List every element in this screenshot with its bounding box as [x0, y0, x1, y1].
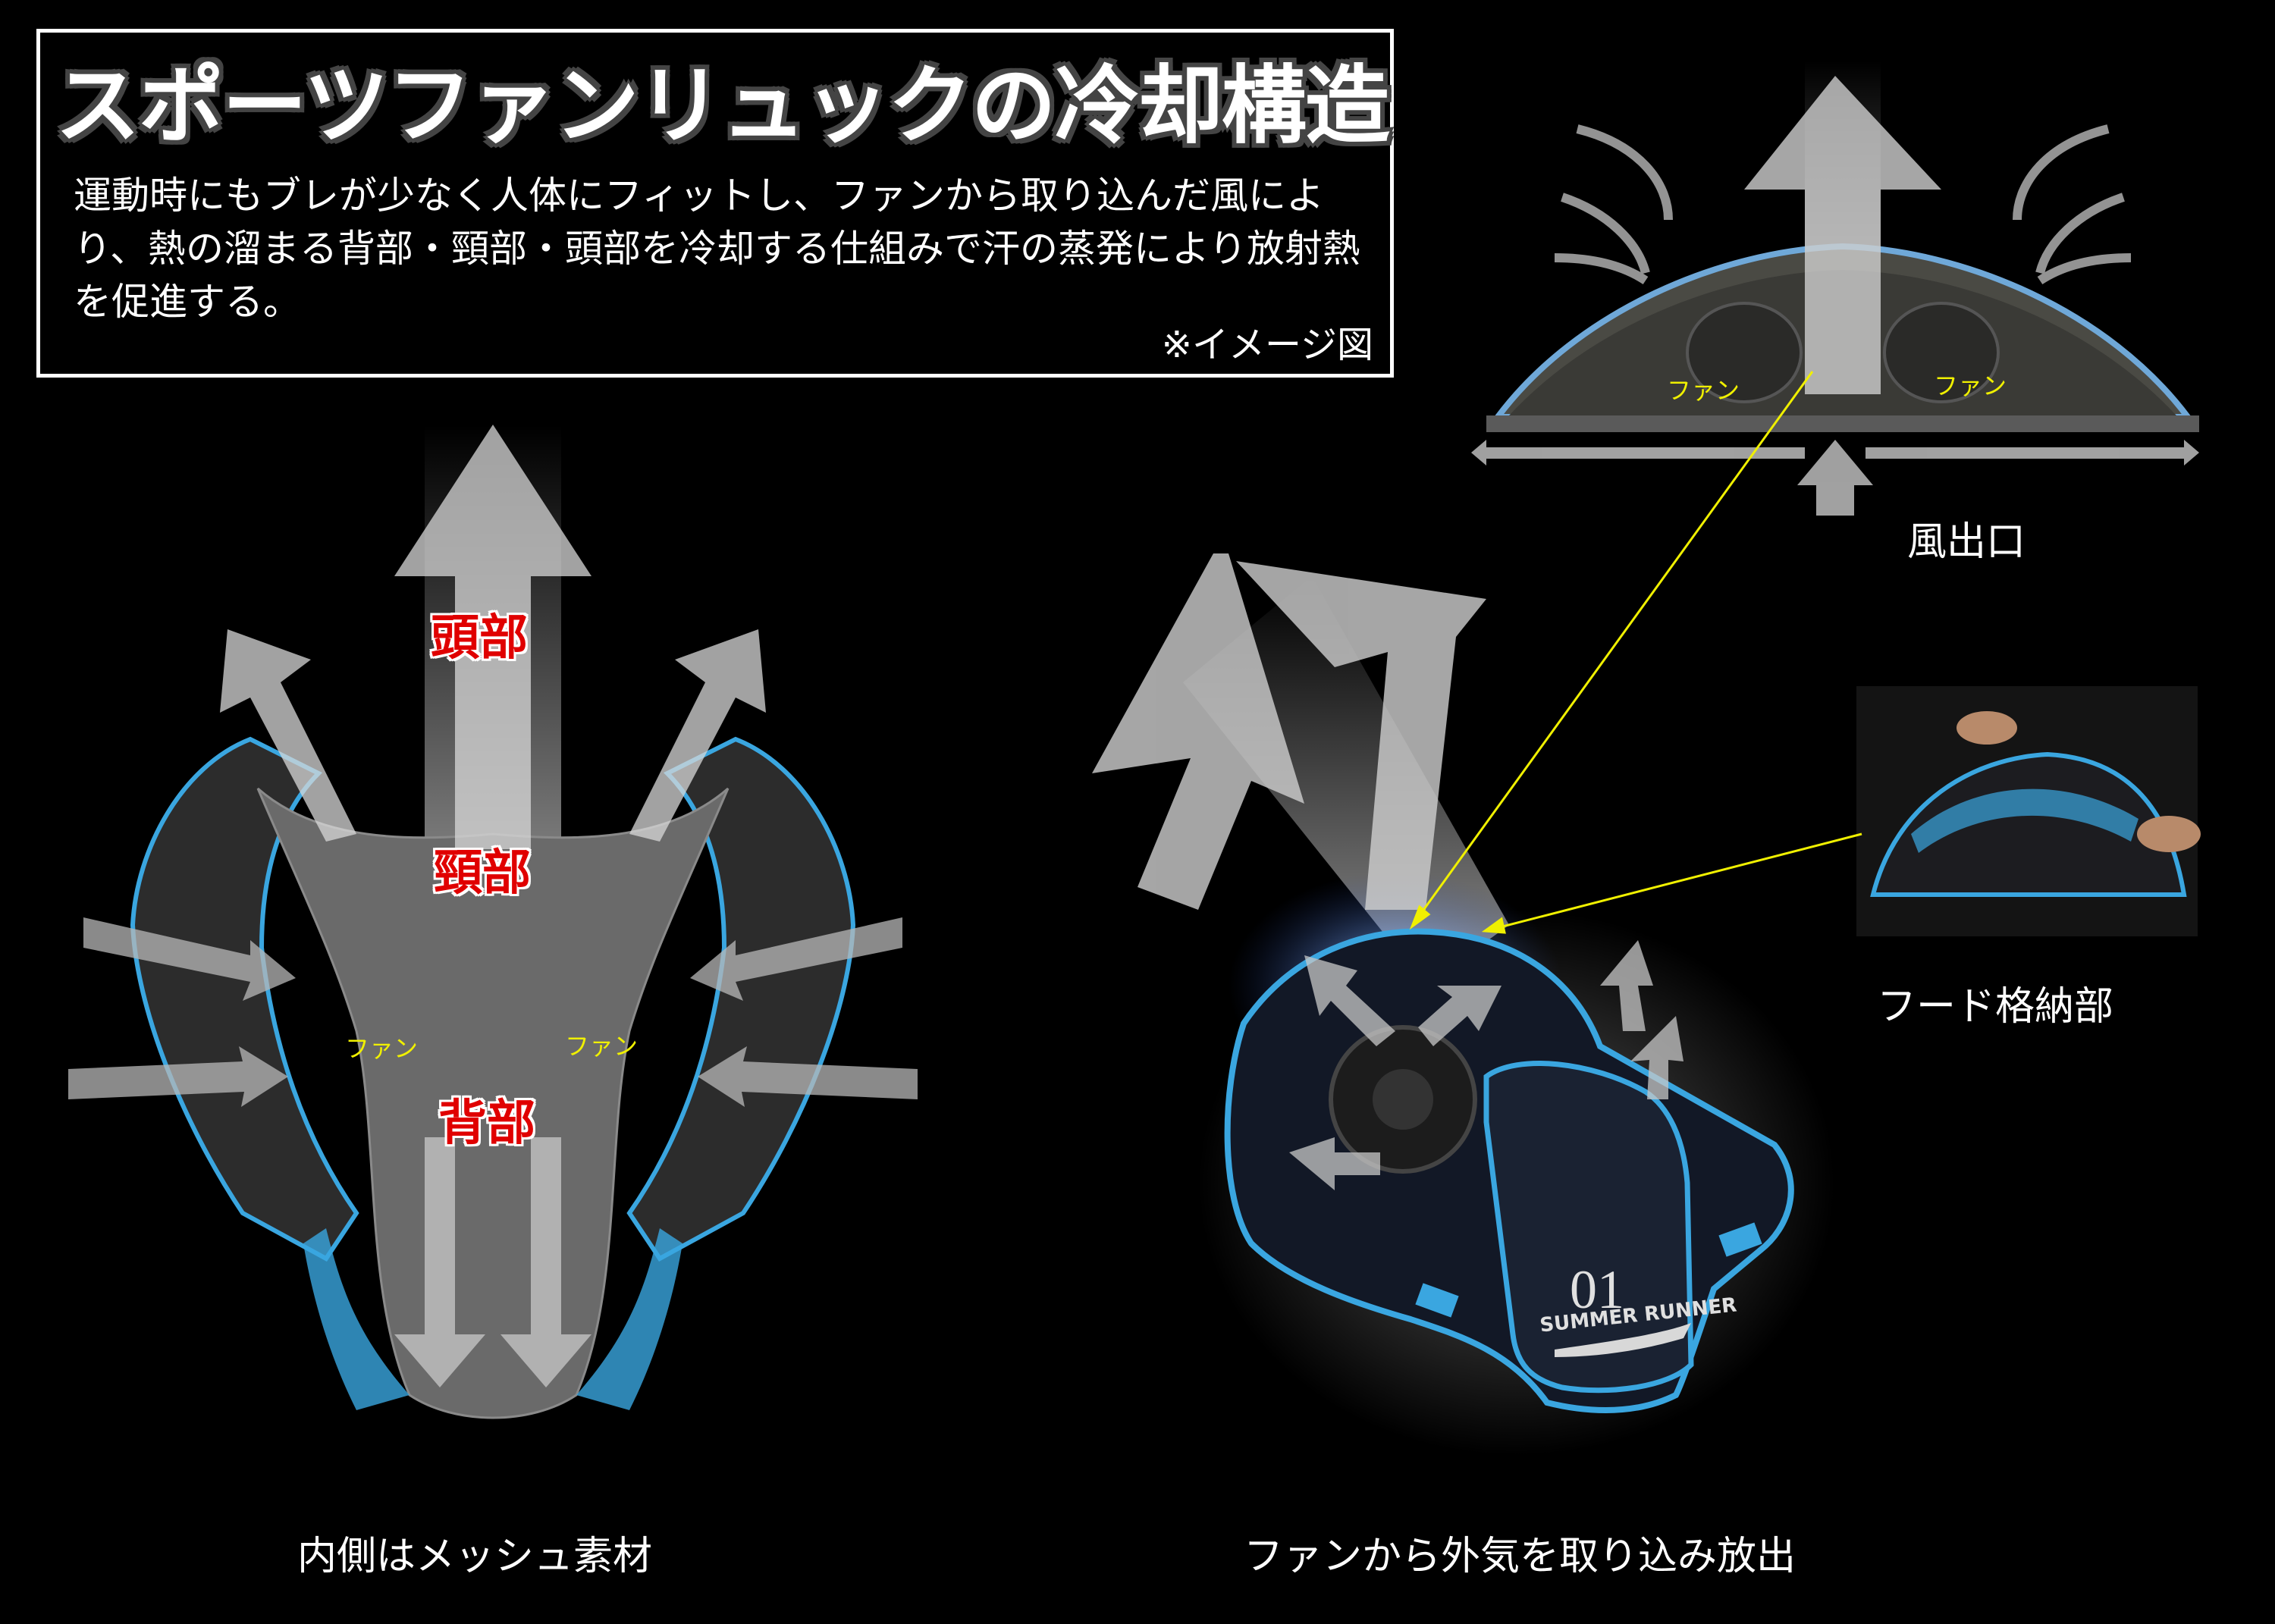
description-text: 運動時にもブレが少なく人体にフィットし、ファンから取り込んだ風により、熱の溜まる…	[74, 174, 1360, 324]
hood-storage-illustration	[1856, 686, 2201, 936]
outlet-caption: 風出口	[1907, 519, 2026, 565]
inner-view-caption: 内側はメッシュ素材	[297, 1534, 653, 1579]
outer-backpack-illustration	[1092, 553, 1835, 1456]
title-box: スポーツファンリュックの冷却構造 運動時にもブレが少なく人体にフィットし、ファン…	[36, 29, 1394, 378]
outlet-cross-section-illustration	[1471, 61, 2199, 516]
product-number: 01	[1570, 1259, 1624, 1320]
inner-fan-label-right: ファン	[565, 1032, 639, 1061]
outlet-fan-label-right: ファン	[1934, 372, 2007, 400]
outer-view-caption: ファンから外気を取り込み放出	[1244, 1534, 1796, 1579]
head-zone-label: 頭部	[431, 610, 528, 666]
inner-fan-label-left: ファン	[345, 1034, 419, 1063]
hood-storage-caption: フード格納部	[1877, 984, 2114, 1030]
outlet-fan-label-left: ファン	[1667, 376, 1740, 405]
page-title: スポーツファンリュックの冷却構造	[55, 57, 1390, 155]
neck-zone-label: 頸部	[434, 845, 531, 901]
back-zone-label: 背部	[438, 1096, 535, 1152]
pointer-lines	[1409, 371, 1862, 934]
inner-backpack-illustration	[68, 425, 918, 1419]
image-note: ※イメージ図	[1161, 324, 1373, 366]
